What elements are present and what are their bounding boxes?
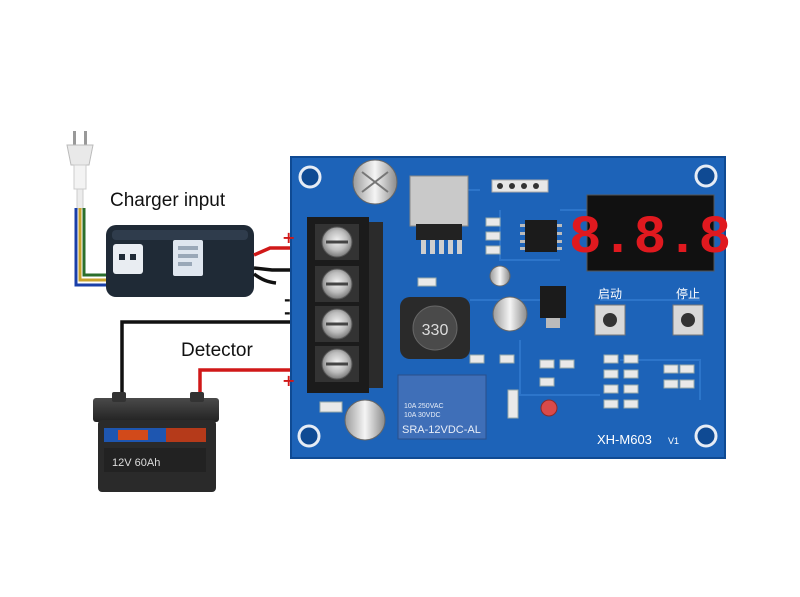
polarity-battery-negative: - (284, 303, 291, 322)
board-model: XH-M603 (597, 432, 652, 447)
display-digits: 8.8.8 (569, 208, 731, 269)
detector-label: Detector (181, 340, 253, 361)
charger-unit (106, 225, 254, 297)
relay: 10A 250VAC 10A 30VDC SRA-12VDC-AL (397, 374, 487, 440)
inductor-marking: 330 (422, 322, 449, 339)
polarity-charger-negative: - (284, 290, 291, 309)
smd-components (319, 217, 695, 419)
board-version: V1 (668, 436, 679, 446)
seven-segment-display-icon: 8.8.8 (569, 194, 731, 272)
battery-icon: 12V 60Ah (93, 392, 219, 492)
mains-cable (74, 208, 108, 287)
relay-rating-1: 10A 250VAC (404, 403, 444, 410)
stop-button-label: 停止 (676, 286, 700, 301)
push-button-icon: 启动 停止 (594, 286, 704, 336)
start-button-label: 启动 (598, 287, 622, 301)
relay-model: SRA-12VDC-AL (402, 424, 481, 436)
regulator-chip (409, 175, 469, 254)
battery-label: 12V 60Ah (112, 457, 160, 469)
polarity-charger-positive: + (282, 228, 295, 247)
terminal-block (307, 217, 383, 393)
microcontroller-chip (520, 220, 562, 252)
power-plug-icon (66, 131, 94, 210)
small-capacitors (344, 265, 566, 441)
pin-header (491, 179, 549, 193)
charger-input-label: Charger input (110, 190, 226, 211)
status-led (540, 399, 558, 417)
capacitor-top (352, 159, 398, 205)
inductor: 330 (400, 297, 470, 359)
polarity-battery-positive: + (282, 371, 295, 390)
relay-rating-2: 10A 30VDC (404, 412, 441, 419)
battery-wires (120, 320, 318, 400)
